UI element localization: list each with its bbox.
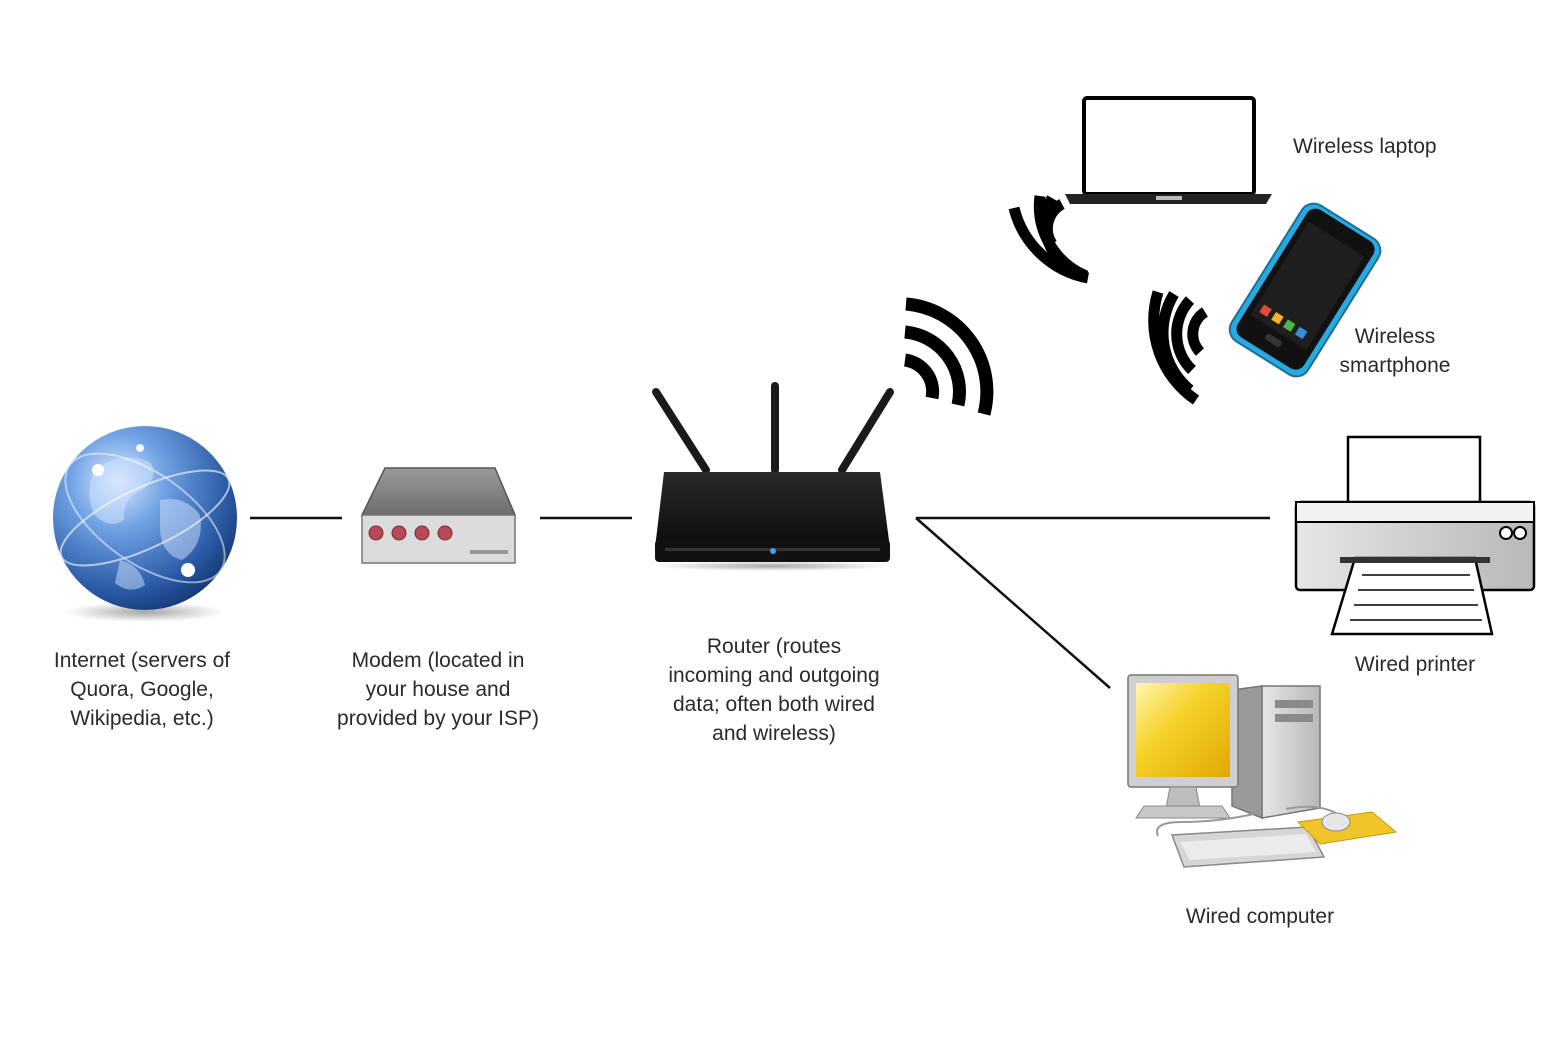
smartphone-icon — [1228, 202, 1382, 378]
modem-icon — [360, 467, 517, 564]
globe-icon — [53, 426, 237, 622]
router-label-line-4: and wireless) — [712, 722, 836, 745]
connection-lines — [250, 516, 1270, 689]
router-label-line-3: data; often both wired — [673, 693, 875, 716]
internet-label-line-1: Internet (servers of — [53, 649, 231, 672]
router-label-line-1: Router (routes — [706, 635, 842, 658]
printer-icon — [1294, 435, 1536, 636]
link-router-computer — [915, 517, 1111, 689]
computer-icon — [1127, 674, 1398, 868]
laptop-wifi-waves-icon — [1008, 195, 1090, 284]
internet-label-line-3: Wikipedia, etc.) — [70, 707, 214, 730]
wired-computer-label-line-1: Wired computer — [1185, 905, 1335, 928]
wired-printer-label-line-1: Wired printer — [1354, 653, 1476, 676]
router-label: Router (routes incoming and outgoing dat… — [644, 632, 904, 748]
wireless-smartphone-label-line-1: Wireless — [1354, 325, 1436, 348]
router-icon — [652, 382, 894, 571]
wireless-smartphone-label-line-2: smartphone — [1339, 354, 1451, 377]
laptop-icon — [1065, 96, 1272, 204]
router-wifi-waves-icon — [903, 297, 994, 416]
modem-label: Modem (located in your house and provide… — [318, 646, 558, 733]
modem-label-line-3: provided by your ISP) — [337, 707, 539, 730]
wireless-laptop-label: Wireless laptop — [1293, 132, 1483, 161]
modem-label-line-1: Modem (located in — [351, 649, 525, 672]
internet-label: Internet (servers of Quora, Google, Wiki… — [32, 646, 252, 733]
internet-label-line-2: Quora, Google, — [70, 678, 214, 701]
router-label-line-2: incoming and outgoing — [668, 664, 880, 687]
wired-printer-label: Wired printer — [1325, 650, 1505, 679]
smartphone-wifi-waves-icon — [1148, 290, 1209, 405]
modem-label-line-2: your house and — [365, 678, 511, 701]
wireless-laptop-label-line-1: Wireless laptop — [1293, 135, 1437, 158]
wireless-smartphone-label: Wireless smartphone — [1315, 322, 1475, 380]
wired-computer-label: Wired computer — [1160, 902, 1360, 931]
